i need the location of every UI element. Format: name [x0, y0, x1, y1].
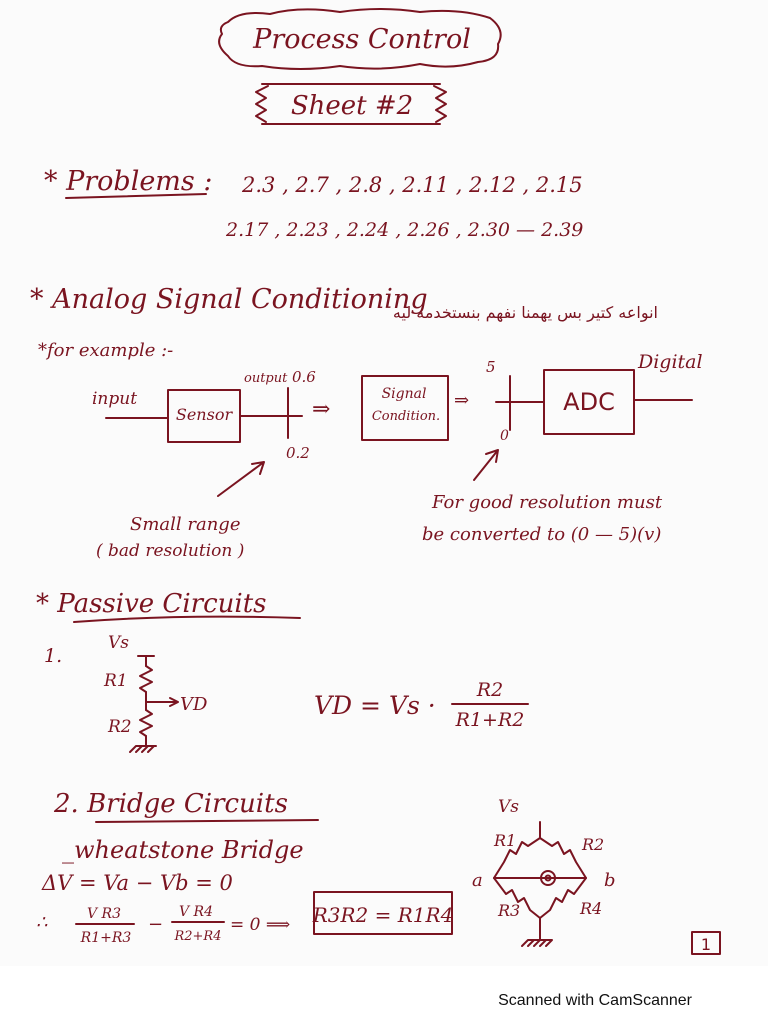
bridge-galvanometer-center — [544, 874, 552, 882]
problems-label: * Problems : — [44, 166, 212, 197]
sheet-left-brace — [255, 85, 269, 123]
bridge-result: R3R2 = R1R4 — [312, 903, 454, 927]
problems-underline — [65, 193, 207, 199]
divider-ground-icon — [129, 745, 157, 753]
digital-label: Digital — [637, 351, 703, 373]
bridge-equals-zero: = 0 ⟹ — [230, 915, 290, 935]
small-range-note: Small range — [130, 514, 240, 535]
bridge-node-a: a — [472, 870, 483, 891]
passive-heading: * Passive Circuits — [36, 589, 266, 619]
analog-heading: * Analog Signal Conditioning — [30, 284, 428, 315]
page-title: Process Control — [252, 24, 471, 55]
bridge-r3-label: R3 — [497, 901, 520, 920]
divider-formula-left: VD = Vs · — [314, 691, 436, 720]
divider-formula-numerator: R2 — [476, 679, 503, 701]
bridge-underline — [95, 819, 319, 823]
title-cloud-outline — [218, 8, 502, 70]
therefore-symbol: ∴ — [36, 912, 48, 933]
bridge-r1-label: R1 — [493, 831, 516, 850]
bridge-resistor-r4 — [539, 877, 587, 919]
bridge-resistor-r3 — [493, 877, 541, 919]
bridge-r2-label: R2 — [581, 835, 604, 854]
page-number-box — [691, 931, 721, 955]
good-resolution-note-1: For good resolution must — [431, 492, 663, 513]
adc-bottom-value: 0 — [500, 428, 509, 444]
bad-resolution-note: ( bad resolution ) — [96, 541, 244, 561]
output-low-value: 0.2 — [286, 444, 310, 462]
signal-conditioner-label-2: Condition. — [372, 409, 440, 424]
small-range-arrow — [217, 461, 265, 497]
bridge-subheading: _wheatstone Bridge — [62, 836, 304, 864]
sheet-number: Sheet #2 — [291, 91, 413, 121]
divider-r2-label: R2 — [107, 717, 132, 737]
bridge-resistor-r1 — [493, 837, 541, 879]
arrow-to-conditioner: ⇒ — [312, 397, 330, 422]
bridge-fraction-1-numerator: V R3 — [87, 906, 121, 922]
camscanner-footer: Scanned with CamScanner — [498, 992, 693, 1009]
bridge-delta-equation: ΔV = Va − Vb = 0 — [41, 871, 233, 895]
problems-line-2: 2.17 , 2.23 , 2.24 , 2.26 , 2.30 — 2.39 — [225, 219, 583, 241]
bridge-minus: − — [148, 914, 163, 935]
bridge-heading: 2. Bridge Circuits — [53, 789, 288, 819]
adc-block — [543, 369, 635, 435]
divider-formula-denominator: R1+R2 — [455, 709, 525, 731]
divider-vd-label: VD — [180, 694, 208, 715]
example-label: *for example :- — [38, 340, 173, 361]
arabic-note: انواعه كتير بس يهمنا نفهم بنستخدمه ليه — [393, 303, 658, 323]
bridge-galvanometer-icon — [540, 870, 556, 886]
sheet-right-brace — [433, 85, 447, 123]
arrow-to-adc: ⇒ — [454, 390, 469, 411]
divider-resistor-r2 — [139, 709, 153, 737]
bridge-result-box — [313, 891, 453, 935]
divider-resistor-r1 — [139, 665, 153, 693]
passive-underline — [73, 615, 301, 623]
passive-item-number: 1. — [44, 645, 62, 667]
adc-top-value: 5 — [486, 358, 496, 376]
bridge-r4-label: R4 — [579, 899, 602, 918]
divider-vd-arrow — [169, 697, 179, 707]
divider-r1-label: R1 — [103, 671, 128, 691]
divider-vs-label: Vs — [108, 633, 129, 653]
output-label: output — [244, 371, 288, 386]
footer-band — [0, 966, 768, 1024]
bridge-vs-label: Vs — [498, 797, 519, 817]
bridge-node-b: b — [604, 870, 616, 891]
good-resolution-arrow — [473, 449, 499, 481]
adc-label: ADC — [563, 388, 615, 416]
output-high-value: 0.6 — [292, 368, 316, 386]
input-label: input — [92, 389, 137, 409]
bridge-fraction-2-denominator: R2+R4 — [173, 929, 221, 944]
bridge-fraction-2-numerator: V R4 — [179, 904, 213, 920]
bridge-fraction-1-denominator: R1+R3 — [80, 930, 132, 946]
bridge-resistor-r2 — [539, 837, 587, 879]
signal-conditioner-label-1: Signal — [382, 386, 427, 402]
sensor-label: Sensor — [176, 405, 234, 424]
signal-conditioner-block — [361, 375, 449, 441]
page-number: 1 — [701, 935, 711, 954]
problems-line-1: 2.3 , 2.7 , 2.8 , 2.11 , 2.12 , 2.15 — [241, 173, 583, 197]
good-resolution-note-2: be converted to (0 — 5)(v) — [422, 524, 661, 545]
bridge-ground-icon — [521, 939, 553, 947]
